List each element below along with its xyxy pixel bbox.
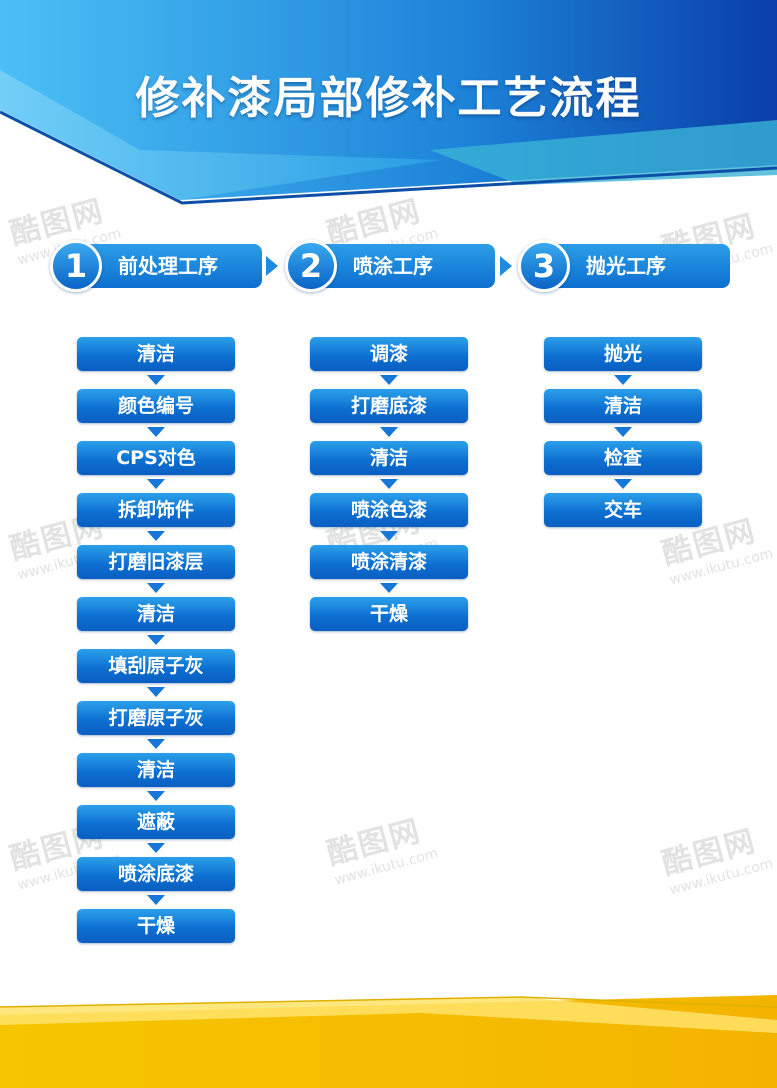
arrow-down-icon [380,479,398,489]
stage-label: 抛光工序 [586,254,666,278]
process-step: 干燥 [310,597,468,631]
process-step: 喷涂底漆 [77,857,235,891]
stage-label: 前处理工序 [118,254,218,278]
footer-background [0,995,777,1088]
process-column-2: 调漆打磨底漆清洁喷涂色漆喷涂清漆干燥 [310,337,468,631]
process-step: 颜色编号 [77,389,235,423]
arrow-down-icon [380,583,398,593]
process-step: 拆卸饰件 [77,493,235,527]
watermark-url: www.ikutu.com [667,855,775,899]
header-background [0,0,777,205]
stage-number: 1 [50,240,102,292]
stage-number: 3 [518,240,570,292]
arrow-down-icon [147,791,165,801]
process-step: 交车 [544,493,702,527]
arrow-down-icon [147,479,165,489]
stage-header-3: 3 抛光工序 [518,240,730,292]
process-step: 打磨旧漆层 [77,545,235,579]
process-step: 清洁 [310,441,468,475]
stage-bar [311,244,495,288]
process-step: 抛光 [544,337,702,371]
arrow-down-icon [380,531,398,541]
stage-bar [544,244,730,288]
arrow-down-icon [147,635,165,645]
process-step: 填刮原子灰 [77,649,235,683]
process-step: 干燥 [77,909,235,943]
process-step: 喷涂清漆 [310,545,468,579]
watermark-url: www.ikutu.com [667,545,775,589]
arrow-down-icon [614,479,632,489]
process-step: 清洁 [544,389,702,423]
process-step: 喷涂色漆 [310,493,468,527]
stage-number: 2 [285,240,337,292]
process-step: CPS对色 [77,441,235,475]
process-step: 清洁 [77,597,235,631]
arrow-down-icon [147,375,165,385]
process-column-3: 抛光清洁检查交车 [544,337,702,527]
process-step: 检查 [544,441,702,475]
stage-bar [76,244,262,288]
watermark-brand: 酷图网 [658,823,761,883]
process-step: 遮蔽 [77,805,235,839]
arrow-down-icon [147,843,165,853]
arrow-down-icon [614,427,632,437]
stage-header-1: 1 前处理工序 [50,240,262,292]
stage-label: 喷涂工序 [353,254,433,278]
arrow-down-icon [147,427,165,437]
process-step: 清洁 [77,337,235,371]
page-title: 修补漆局部修补工艺流程 [135,73,642,124]
arrow-down-icon [147,895,165,905]
arrow-down-icon [147,739,165,749]
chevron-right-icon [500,256,512,276]
arrow-down-icon [147,531,165,541]
process-step: 打磨原子灰 [77,701,235,735]
watermark-url: www.ikutu.com [332,845,440,889]
stage-header-2: 2 喷涂工序 [285,240,495,292]
watermark-brand: 酷图网 [323,813,426,873]
process-step: 清洁 [77,753,235,787]
arrow-down-icon [147,687,165,697]
process-step: 打磨底漆 [310,389,468,423]
arrow-down-icon [147,583,165,593]
arrow-down-icon [614,375,632,385]
arrow-down-icon [380,427,398,437]
arrow-down-icon [380,375,398,385]
chevron-right-icon [266,256,278,276]
process-step: 调漆 [310,337,468,371]
